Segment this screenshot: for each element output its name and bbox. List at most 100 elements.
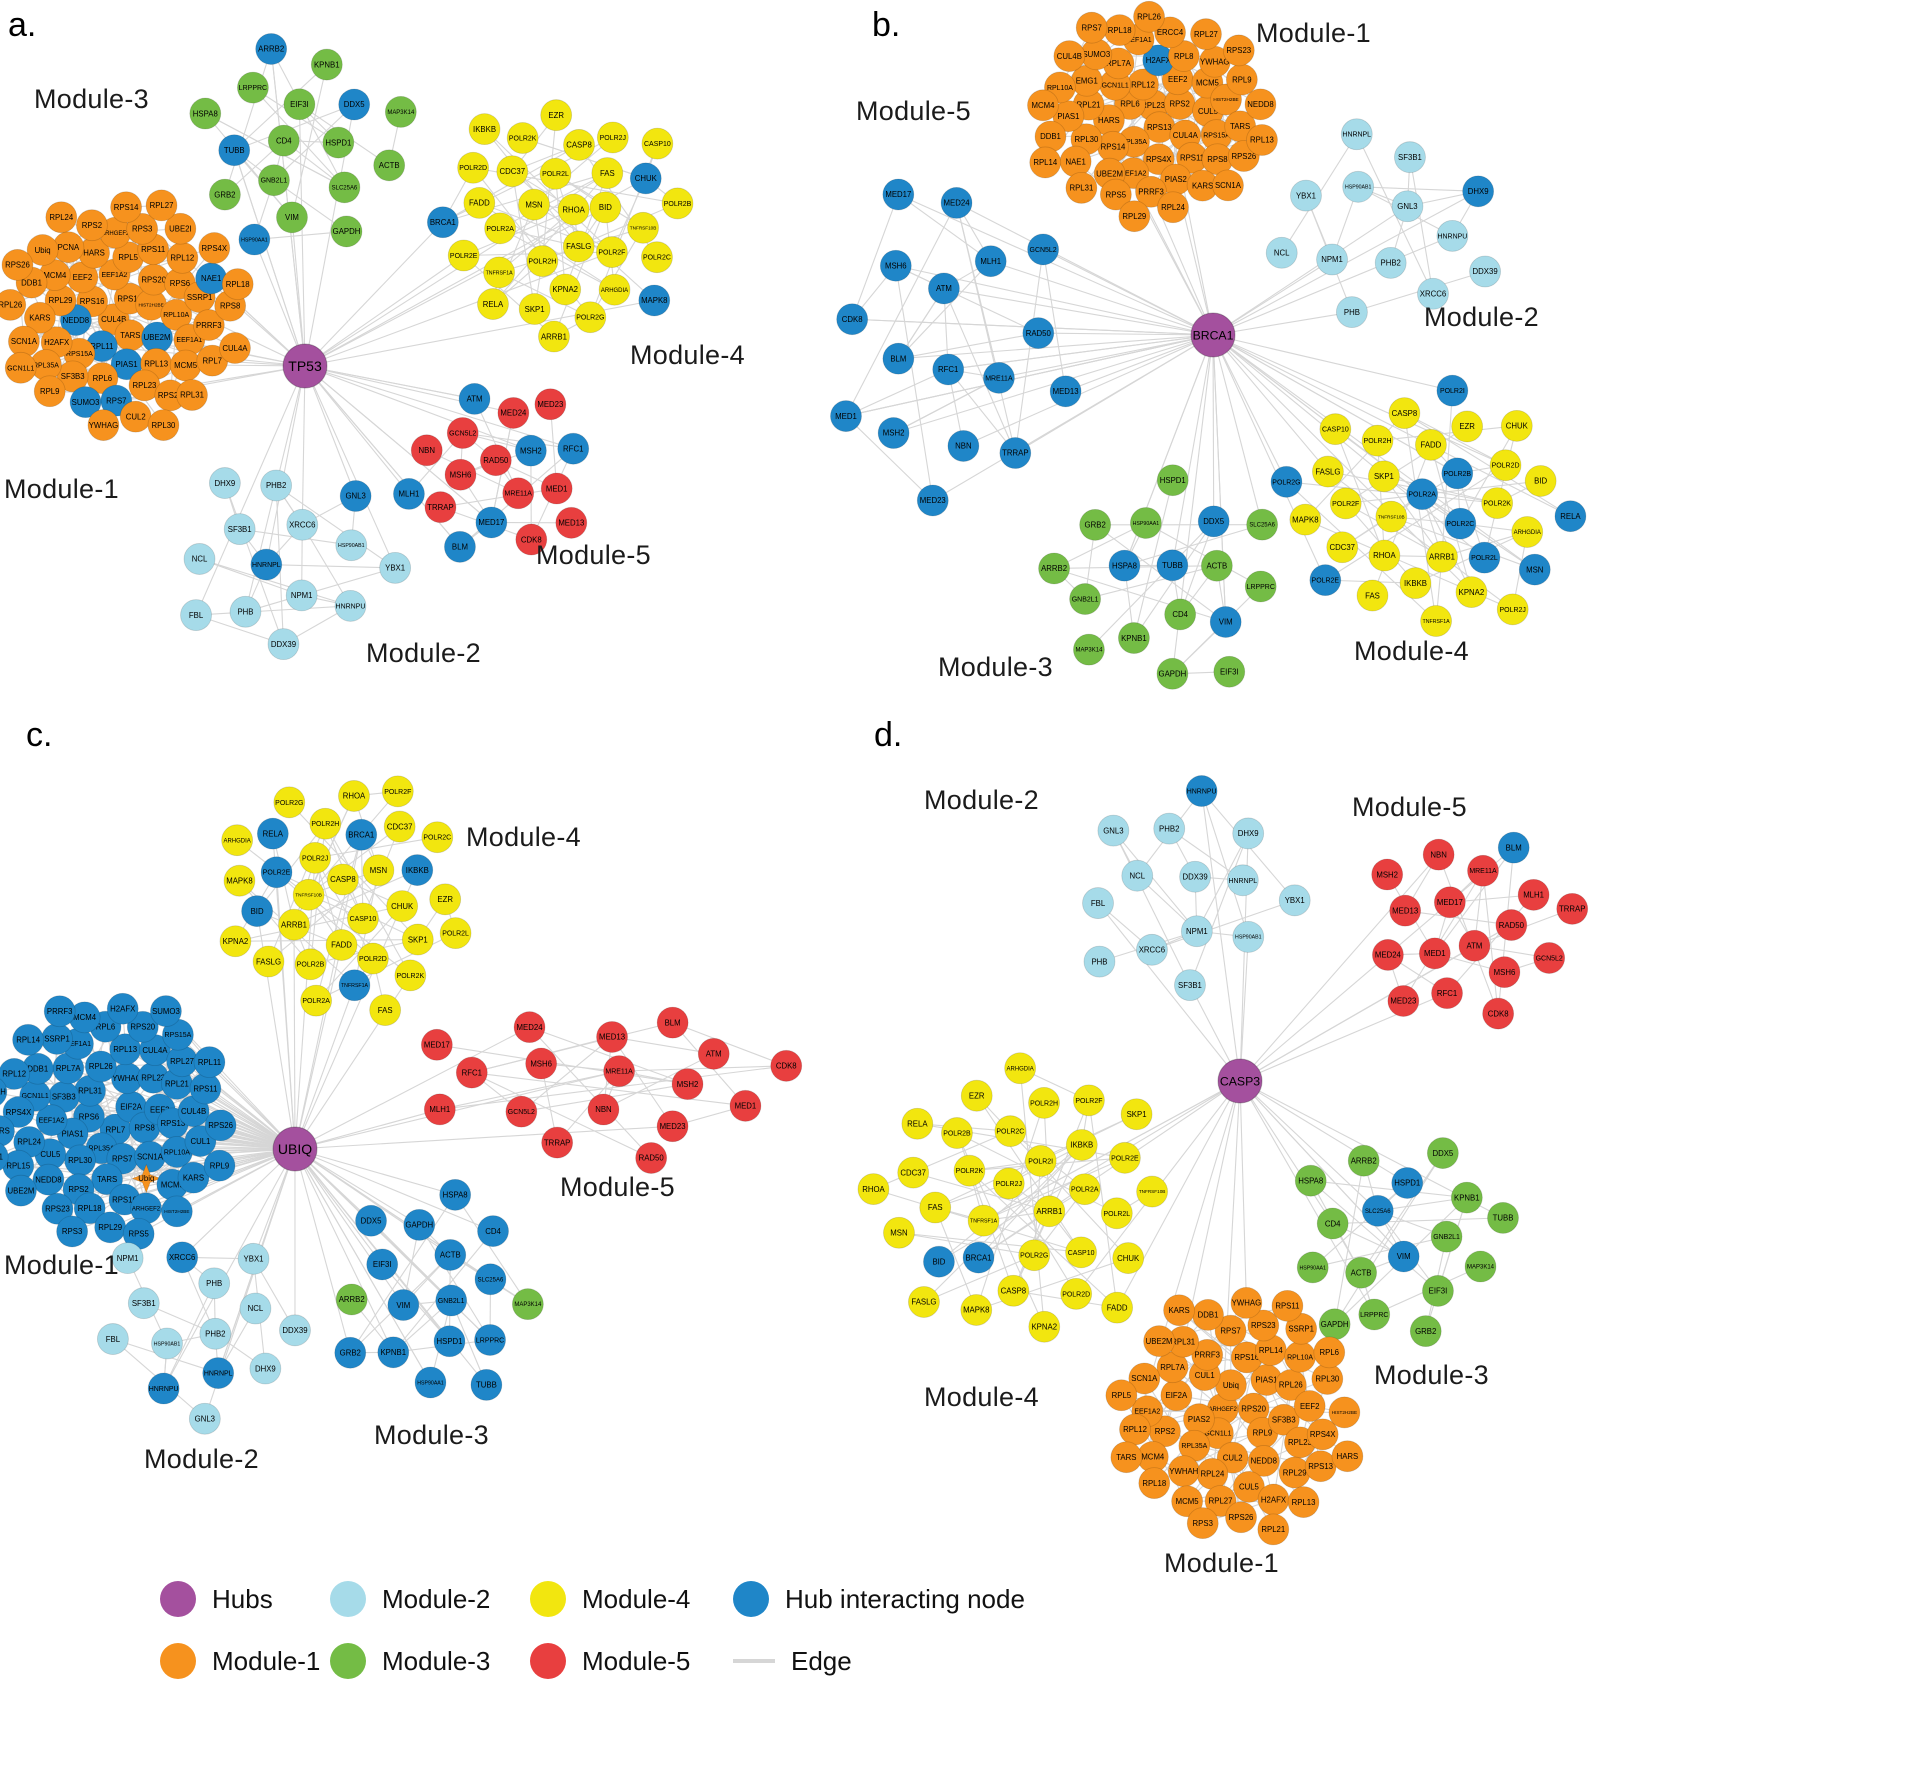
node-SSRP1[interactable]: SSRP1 — [41, 1023, 73, 1055]
node-POLR2J[interactable]: POLR2J — [299, 841, 332, 874]
node-RPS15A[interactable]: RPS15A — [162, 1018, 194, 1051]
node-SUMO3[interactable]: SUMO3 — [150, 995, 182, 1027]
node-POLR2K[interactable]: POLR2K — [394, 959, 427, 992]
node-POLR2K[interactable]: POLR2K — [953, 1154, 986, 1187]
node-XRCC6[interactable]: XRCC6 — [1417, 277, 1449, 310]
node-BLM[interactable]: BLM — [444, 530, 476, 563]
node-GRB2[interactable]: GRB2 — [1409, 1315, 1442, 1348]
node-MED17[interactable]: MED17 — [475, 506, 508, 539]
node-CASP10[interactable]: CASP10 — [641, 127, 674, 160]
node-MSH2[interactable]: MSH2 — [1371, 858, 1404, 891]
node-POLR2D[interactable]: POLR2D — [457, 151, 490, 184]
node-TRRAP[interactable]: TRRAP — [541, 1126, 574, 1159]
node-POLR2B[interactable]: POLR2B — [941, 1117, 973, 1149]
node-NAE1[interactable]: NAE1 — [0, 1141, 9, 1172]
node-POLR2C[interactable]: POLR2C — [994, 1115, 1027, 1148]
node-KARS[interactable]: KARS — [1163, 1294, 1195, 1327]
node-RAD50[interactable]: RAD50 — [1022, 317, 1055, 349]
node-HNRNPU[interactable]: HNRNPU — [1436, 219, 1469, 252]
node-MLH1[interactable]: MLH1 — [1517, 878, 1550, 911]
node-SLC25A6[interactable]: SLC25A6 — [474, 1263, 507, 1296]
node-BLM[interactable]: BLM — [656, 1006, 689, 1039]
node-PHB2[interactable]: PHB2 — [199, 1317, 232, 1350]
node-ARRB1[interactable]: ARRB1 — [1033, 1195, 1066, 1228]
node-MED23[interactable]: MED23 — [534, 388, 567, 421]
node-MSH2[interactable]: MSH2 — [877, 417, 910, 449]
node-HSPD1[interactable]: HSPD1 — [322, 126, 355, 159]
node-ARHGDIA[interactable]: ARHGDIA — [221, 824, 254, 857]
node-POLR2J[interactable]: POLR2J — [596, 121, 629, 154]
node-NAE1[interactable]: NAE1 — [1059, 145, 1092, 178]
node-TNFRSF10B[interactable]: TNFRSF10B — [1136, 1175, 1169, 1208]
node-POLR2E[interactable]: POLR2E — [447, 239, 480, 272]
node-POLR2H[interactable]: POLR2H — [526, 245, 559, 277]
node-SF3B1[interactable]: SF3B1 — [127, 1287, 160, 1320]
node-RPL12[interactable]: RPL12 — [1119, 1413, 1151, 1446]
node-RPS4X[interactable]: RPS4X — [1142, 143, 1175, 176]
node-CDC37[interactable]: CDC37 — [1326, 531, 1359, 564]
node-HSPA8[interactable]: HSPA8 — [1108, 549, 1141, 582]
node-POLR2E[interactable]: POLR2E — [1309, 564, 1342, 597]
node-RPS5[interactable]: RPS5 — [1099, 178, 1132, 211]
node-ARHGDIA[interactable]: ARHGDIA — [1004, 1052, 1037, 1085]
node-MSN[interactable]: MSN — [1518, 553, 1551, 586]
node-H2AFX[interactable]: H2AFX — [1257, 1483, 1290, 1516]
node-POLR2H[interactable]: POLR2H — [309, 807, 342, 840]
node-MED1[interactable]: MED1 — [540, 472, 573, 505]
node-GCN5L2[interactable]: GCN5L2 — [1533, 942, 1566, 974]
node-EEF1A2[interactable]: EEF1A2 — [35, 1104, 68, 1137]
node-ACTB[interactable]: ACTB — [373, 149, 406, 182]
node-IKBKB[interactable]: IKBKB — [401, 854, 434, 886]
node-PRRF3[interactable]: PRRF3 — [43, 995, 76, 1028]
node-FBL[interactable]: FBL — [1082, 887, 1114, 919]
node-RPL18[interactable]: RPL18 — [1138, 1467, 1171, 1500]
node-PIAS2[interactable]: PIAS2 — [1183, 1403, 1215, 1436]
node-RPL21[interactable]: RPL21 — [1257, 1513, 1290, 1546]
node-HSPD1[interactable]: HSPD1 — [1156, 464, 1189, 497]
node-CUL4B[interactable]: CUL4B — [1053, 40, 1086, 72]
node-TNFRSF1A[interactable]: TNFRSF1A — [967, 1204, 1000, 1237]
node-YWHAH[interactable]: YWHAH — [1167, 1455, 1200, 1488]
node-RPS20[interactable]: RPS20 — [126, 1010, 159, 1043]
node-MRE11A[interactable]: MRE11A — [983, 361, 1015, 394]
node-MRE11A[interactable]: MRE11A — [603, 1055, 636, 1088]
node-NPM1[interactable]: NPM1 — [1316, 243, 1348, 276]
node-FADD[interactable]: FADD — [325, 929, 358, 961]
node-IKBKB[interactable]: IKBKB — [1065, 1129, 1098, 1161]
node-MCM4[interactable]: MCM4 — [38, 259, 71, 291]
node-DHX9[interactable]: DHX9 — [1462, 175, 1495, 208]
node-POLR2I[interactable]: POLR2I — [1024, 1145, 1057, 1177]
node-CASP8[interactable]: CASP8 — [563, 129, 595, 161]
node-GNB2L1[interactable]: GNB2L1 — [1430, 1220, 1463, 1253]
node-TRRAP[interactable]: TRRAP — [999, 437, 1032, 469]
node-MED24[interactable]: MED24 — [513, 1011, 546, 1044]
node-NPM1[interactable]: NPM1 — [1180, 915, 1213, 948]
node-HNRNPL[interactable]: HNRNPL — [202, 1357, 235, 1389]
node-RHOA[interactable]: RHOA — [557, 193, 590, 226]
node-BLM[interactable]: BLM — [882, 342, 915, 375]
node-MCM4[interactable]: MCM4 — [1027, 89, 1059, 122]
node-SKP1[interactable]: SKP1 — [1120, 1098, 1153, 1131]
node-POLR2E[interactable]: POLR2E — [260, 856, 293, 889]
node-RELA[interactable]: RELA — [256, 817, 289, 850]
node-RPL7A[interactable]: RPL7A — [1156, 1351, 1189, 1384]
node-RPS23[interactable]: RPS23 — [1222, 34, 1255, 67]
node-SLC25A6[interactable]: SLC25A6 — [1246, 508, 1279, 541]
node-GNB2L1[interactable]: GNB2L1 — [1069, 583, 1102, 615]
node-PHB2[interactable]: PHB2 — [260, 469, 293, 502]
node-RPL31[interactable]: RPL31 — [1167, 1325, 1200, 1358]
node-Ubiq[interactable]: Ubiq — [26, 234, 59, 266]
node-PRRF3[interactable]: PRRF3 — [1135, 175, 1167, 208]
node-MED23[interactable]: MED23 — [1387, 985, 1420, 1017]
node-MED24[interactable]: MED24 — [497, 397, 530, 429]
node-RPL29[interactable]: RPL29 — [94, 1211, 127, 1244]
node-SF3B3[interactable]: SF3B3 — [56, 360, 89, 393]
node-GNL3[interactable]: GNL3 — [1391, 190, 1424, 223]
node-MSN[interactable]: MSN — [883, 1216, 915, 1249]
node-RHOA[interactable]: RHOA — [338, 780, 370, 812]
node-TARS[interactable]: TARS — [114, 319, 147, 352]
node-EIF3I[interactable]: EIF3I — [1422, 1275, 1454, 1307]
node-KPNA2[interactable]: KPNA2 — [1028, 1310, 1061, 1343]
node-MSN[interactable]: MSN — [362, 854, 395, 887]
node-MLH1[interactable]: MLH1 — [974, 245, 1007, 278]
